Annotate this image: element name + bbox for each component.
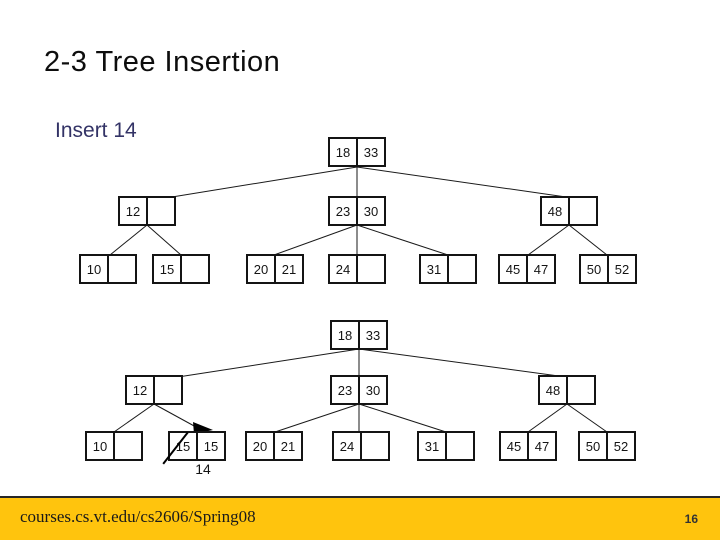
- node-cell: [445, 433, 473, 459]
- footer-bar: courses.cs.vt.edu/cs2606/Spring08 16: [0, 496, 720, 540]
- node-cell: 21: [273, 433, 301, 459]
- node-cell: 23: [337, 382, 353, 398]
- node-cell: 10: [92, 438, 108, 454]
- node-cell: 50: [586, 261, 602, 277]
- node-cell: 10: [86, 261, 102, 277]
- node-cell: 48: [547, 203, 563, 219]
- node-cell: 15: [196, 433, 224, 459]
- node-cell: 50: [585, 438, 601, 454]
- tree-node: 15: [152, 254, 210, 284]
- tree-node: 23 30: [330, 375, 388, 405]
- node-cell: 31: [426, 261, 442, 277]
- node-cell: [360, 433, 388, 459]
- node-cell: 47: [527, 433, 555, 459]
- node-cell: 12: [132, 382, 148, 398]
- node-cell: 15: [159, 261, 175, 277]
- tree-node: 48: [538, 375, 596, 405]
- node-cell: 48: [545, 382, 561, 398]
- node-cell: [107, 256, 135, 282]
- node-cell: 33: [356, 139, 384, 165]
- insert-annotation: Insert 14: [55, 119, 137, 142]
- node-cell: 52: [606, 433, 634, 459]
- node-cell: 21: [274, 256, 302, 282]
- tree-node: 12: [125, 375, 183, 405]
- tree-node: 31: [417, 431, 475, 461]
- node-cell: 33: [358, 322, 386, 348]
- node-cell: [180, 256, 208, 282]
- node-cell: 20: [253, 261, 269, 277]
- node-cell: [153, 377, 181, 403]
- node-cell: 20: [252, 438, 268, 454]
- slide-title: 2-3 Tree Insertion: [44, 46, 281, 78]
- page-number: 16: [684, 512, 698, 526]
- tree-node: 24: [332, 431, 390, 461]
- tree-node: 10: [79, 254, 137, 284]
- node-cell: [568, 198, 596, 224]
- node-cell-struck-value: 15: [170, 433, 196, 459]
- tree-node: 45 47: [498, 254, 556, 284]
- node-cell: 45: [505, 261, 521, 277]
- node-cell: 30: [356, 198, 384, 224]
- node-cell: 23: [335, 203, 351, 219]
- node-cell: 18: [335, 144, 351, 160]
- node-cell: [146, 198, 174, 224]
- node-cell: 52: [607, 256, 635, 282]
- node-cell: 45: [506, 438, 522, 454]
- node-cell: [356, 256, 384, 282]
- tree-node: 24: [328, 254, 386, 284]
- tree-node: 50 52: [578, 431, 636, 461]
- node-cell: 30: [358, 377, 386, 403]
- inserted-value-label: 14: [195, 461, 211, 477]
- node-cell: 24: [339, 438, 355, 454]
- tree-node: 45 47: [499, 431, 557, 461]
- node-cell: 31: [424, 438, 440, 454]
- tree-node: 10: [85, 431, 143, 461]
- footer-url: courses.cs.vt.edu/cs2606/Spring08: [20, 507, 256, 526]
- tree-node: 48: [540, 196, 598, 226]
- tree-node: 23 30: [328, 196, 386, 226]
- node-cell: 47: [526, 256, 554, 282]
- node-cell: [113, 433, 141, 459]
- tree-node: 50 52: [579, 254, 637, 284]
- node-cell: [447, 256, 475, 282]
- node-cell: 12: [125, 203, 141, 219]
- node-cell: 24: [335, 261, 351, 277]
- tree-node: 12: [118, 196, 176, 226]
- node-cell: 18: [337, 327, 353, 343]
- node-cell: [566, 377, 594, 403]
- tree-node: 31: [419, 254, 477, 284]
